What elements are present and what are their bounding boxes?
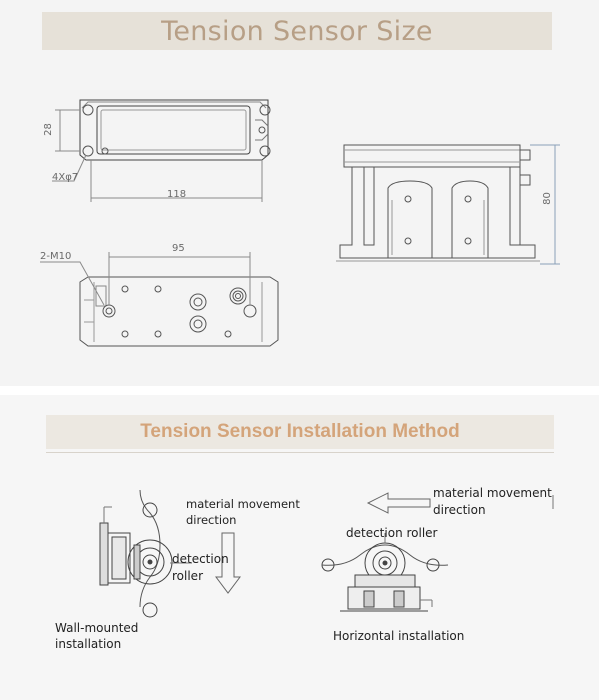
size-title: Tension Sensor Size: [161, 15, 433, 47]
horiz-caption: Horizontal installation: [333, 629, 465, 643]
side-view-drawing: [336, 144, 540, 262]
wall-caption-2: installation: [55, 637, 122, 651]
horizontal-mount-drawing: [321, 533, 449, 612]
install-divider: [46, 452, 554, 453]
dim-holes-label: 4Xφ7: [52, 172, 79, 183]
horiz-direction-label-2: direction: [433, 503, 486, 517]
dim-118-label: 118: [167, 189, 187, 200]
horiz-direction-label-1: material movement: [433, 486, 552, 500]
size-title-banner: Tension Sensor Size: [42, 12, 552, 50]
wall-mount-drawing: [99, 489, 173, 618]
wall-roller-label-1: detection: [172, 552, 229, 566]
bottom-view-drawing: [79, 276, 279, 347]
down-arrow-icon: [215, 532, 241, 594]
install-drawings: [99, 489, 554, 618]
dim-28-lines: [55, 109, 80, 152]
wall-direction-label-1: material movement: [186, 497, 300, 511]
wall-roller-label-2: roller: [172, 569, 203, 583]
dim-80-lines: [530, 144, 560, 265]
dim-95-lines: [108, 252, 251, 305]
install-title-banner: Tension Sensor Installation Method: [46, 415, 554, 449]
wall-caption-1: Wall-mounted: [55, 621, 139, 635]
horiz-roller-label: detection roller: [346, 526, 438, 540]
size-drawings: [40, 99, 560, 347]
dim-118-lines: [90, 160, 263, 202]
install-panel: Tension Sensor Installation Method: [0, 395, 599, 700]
dim-80-label: 80: [541, 192, 553, 205]
dim-95-label: 95: [172, 243, 185, 254]
size-panel: Tension Sensor Size: [0, 0, 599, 386]
dim-28-label: 28: [42, 123, 54, 136]
top-view-drawing: [79, 99, 271, 161]
dim-thread-label: 2-M10: [40, 251, 72, 262]
left-arrow-icon: [366, 492, 431, 514]
wall-direction-label-2: direction: [186, 513, 237, 527]
install-title: Tension Sensor Installation Method: [140, 421, 460, 442]
